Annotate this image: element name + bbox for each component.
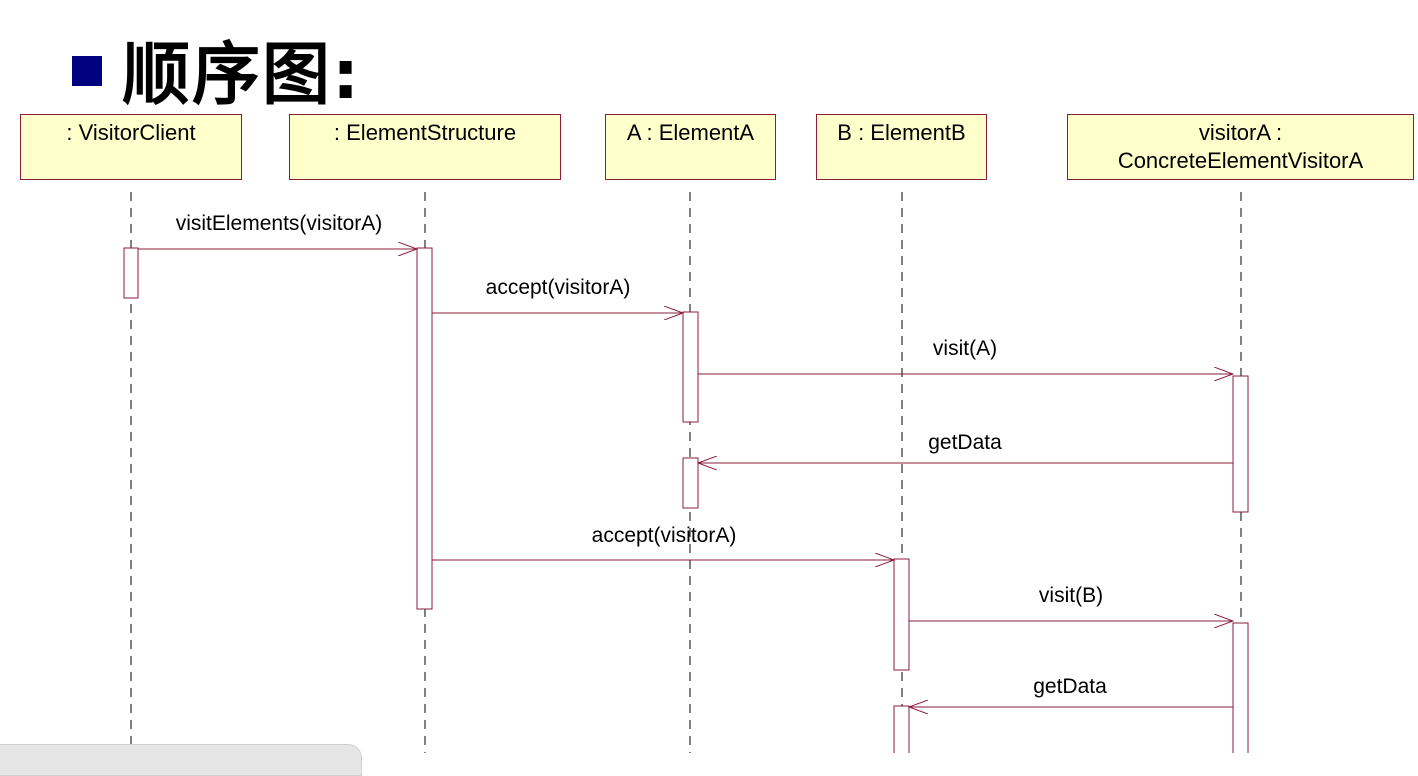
lifeline-label: B : ElementB bbox=[837, 120, 966, 145]
lifeline-label: A : ElementA bbox=[626, 120, 755, 145]
lifeline-label: : VisitorClient bbox=[66, 120, 196, 145]
lifeline-box-visitor-client: : VisitorClient bbox=[20, 114, 242, 180]
activation-bar-element-a-2 bbox=[682, 457, 699, 509]
activation-bar-element-b-1 bbox=[893, 558, 910, 671]
activation-bar-element-b-2 bbox=[893, 705, 910, 753]
message-label: visit(B) bbox=[1039, 584, 1103, 607]
square-bullet-icon bbox=[72, 56, 102, 86]
message-label: accept(visitorA) bbox=[592, 524, 737, 547]
activation-bar-structure bbox=[416, 247, 433, 610]
message-label: getData bbox=[1033, 675, 1107, 698]
message-label: visit(A) bbox=[933, 337, 997, 360]
bottom-toolbar-edge bbox=[0, 744, 362, 776]
sequence-diagram: visitElements(visitorA) accept(visitorA)… bbox=[123, 192, 1249, 753]
lifeline-box-element-a: A : ElementA bbox=[605, 114, 776, 180]
activation-bar-visitor-a-2 bbox=[1232, 622, 1249, 753]
message-label: visitElements(visitorA) bbox=[176, 212, 383, 235]
activation-bar-visitor-a-1 bbox=[1232, 375, 1249, 513]
message-label: accept(visitorA) bbox=[486, 276, 631, 299]
lifeline-label: : ElementStructure bbox=[333, 120, 517, 145]
lifeline-box-element-structure: : ElementStructure bbox=[289, 114, 561, 180]
activation-bar-element-a-1 bbox=[682, 311, 699, 423]
lifeline-label: visitorA : ConcreteElementVisitorA bbox=[1117, 120, 1364, 173]
activation-bar-client bbox=[123, 247, 139, 299]
lifeline-box-element-b: B : ElementB bbox=[816, 114, 987, 180]
message-label: getData bbox=[928, 431, 1002, 454]
lifeline-box-visitor-a: visitorA : ConcreteElementVisitorA bbox=[1067, 114, 1414, 180]
heading-text: 顺序图: bbox=[122, 35, 362, 115]
slide-heading: 顺序图: bbox=[72, 28, 361, 115]
